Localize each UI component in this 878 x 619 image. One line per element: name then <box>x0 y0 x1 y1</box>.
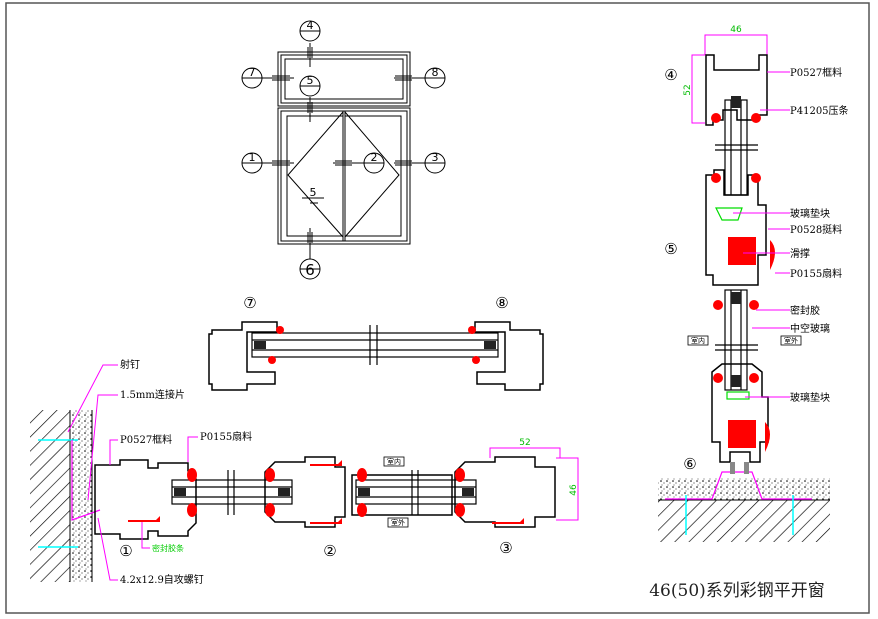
tag-outside-horizontal: 室外 <box>387 517 409 528</box>
svg-text:8: 8 <box>432 66 439 79</box>
svg-text:室外: 室外 <box>391 518 405 527</box>
label-mullion: P0528挺料 <box>790 223 842 236</box>
svg-text:7: 7 <box>249 66 256 79</box>
sheet-border <box>5 2 870 614</box>
svg-text:5: 5 <box>310 186 317 199</box>
section-7-8-detail: ⑦ ⑧ <box>208 294 544 391</box>
section-label-4: ④ <box>664 66 677 84</box>
label-connector: 1.5mm连接片 <box>120 388 185 401</box>
floor-hatch <box>658 500 830 542</box>
label-sash-vertical: P0155扇料 <box>790 267 842 280</box>
svg-text:6: 6 <box>305 261 315 279</box>
section-label-1: ① <box>119 542 132 560</box>
tag-inside-vertical: 室内 <box>687 335 709 346</box>
section-marker-1[interactable]: 1 <box>241 151 263 174</box>
label-glass-block-1: 玻璃垫块 <box>790 207 830 220</box>
section-label-6: ⑥ <box>683 455 696 473</box>
section-label-5: ⑤ <box>664 240 677 258</box>
dimension-height: 46 <box>569 484 579 496</box>
label-bead: P41205压条 <box>790 104 849 117</box>
label-hollow-glass: 中空玻璃 <box>790 322 830 335</box>
label-seal-strip: 密封胶条 <box>152 543 184 553</box>
dimension-height-vertical: 52 <box>683 84 693 95</box>
section-marker-7[interactable]: 7 <box>241 66 263 89</box>
section-marker-6[interactable]: 6 <box>299 258 321 280</box>
section-label-2: ② <box>323 542 336 560</box>
label-screw: 4.2x12.9自攻螺钉 <box>120 573 204 586</box>
label-nail: 射钉 <box>120 359 140 371</box>
section-marker-5-top[interactable]: 5 <box>299 74 321 97</box>
wall-plaster <box>70 410 92 582</box>
svg-text:室内: 室内 <box>387 457 401 466</box>
label-sealant: 密封胶 <box>790 304 820 317</box>
dimension-width: 52 <box>519 438 530 448</box>
tag-inside-horizontal: 室内 <box>383 456 405 467</box>
label-glass-block-2: 玻璃垫块 <box>790 391 830 404</box>
section-label-7: ⑦ <box>243 294 256 312</box>
svg-text:室内: 室内 <box>691 336 705 345</box>
section-marker-2[interactable]: 2 <box>363 151 385 174</box>
dimension-width-vertical: 46 <box>730 25 742 35</box>
section-marker-8[interactable]: 8 <box>424 66 446 89</box>
label-frame-vertical: P0527框料 <box>790 66 842 79</box>
horizontal-section-detail: 射钉 1.5mm连接片 P0527框料 P0155扇料 密封胶条 4.2x12.… <box>30 359 579 586</box>
svg-text:5: 5 <box>307 74 314 87</box>
section-marker-4[interactable]: 4 <box>299 19 321 42</box>
svg-text:室外: 室外 <box>784 336 798 345</box>
svg-text:4: 4 <box>307 19 314 32</box>
svg-text:2: 2 <box>371 151 378 164</box>
wall-hatch <box>30 410 70 582</box>
svg-text:1: 1 <box>249 151 256 164</box>
svg-text:3: 3 <box>432 151 439 164</box>
section-marker-5-sash[interactable]: 5 <box>302 186 324 204</box>
tag-outside-vertical: 室外 <box>780 335 802 346</box>
floor-screed <box>658 478 830 500</box>
drawing-title: 46(50)系列彩钢平开窗 <box>649 581 825 601</box>
label-stay: 滑撑 <box>790 247 810 260</box>
vertical-section-detail: 46 52 <box>658 25 849 542</box>
label-frame: P0527框料 <box>120 433 172 446</box>
section-marker-3[interactable]: 3 <box>424 151 446 174</box>
section-label-3: ③ <box>499 539 512 557</box>
label-sash: P0155扇料 <box>200 430 252 443</box>
section-label-8: ⑧ <box>495 294 508 312</box>
window-elevation <box>262 43 425 262</box>
